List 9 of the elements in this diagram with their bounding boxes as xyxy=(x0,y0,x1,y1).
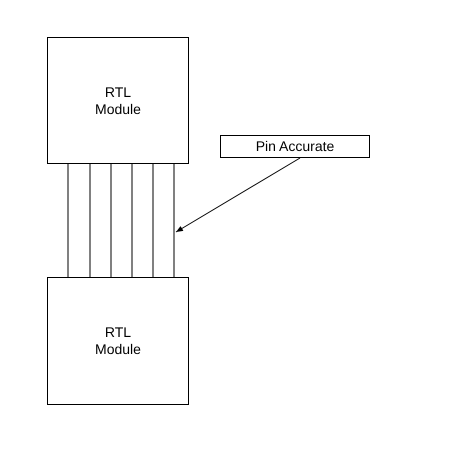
module-box xyxy=(47,37,189,164)
connector-line xyxy=(110,164,112,278)
node-text: RTL Module xyxy=(94,324,142,358)
module-box xyxy=(47,277,189,405)
node-text: Pin Accurate xyxy=(256,138,334,155)
connector-line xyxy=(152,164,154,278)
label-box xyxy=(220,135,370,158)
node-text: RTL Module xyxy=(94,84,142,118)
leader-arrow xyxy=(176,158,300,232)
